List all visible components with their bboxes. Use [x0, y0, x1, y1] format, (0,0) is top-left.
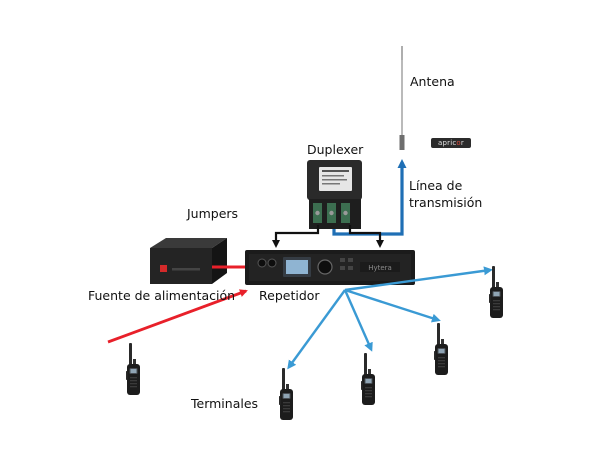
jumpers-label: Jumpers	[187, 206, 239, 221]
transmission-line-label-1: Línea de	[409, 178, 463, 193]
brand-logo-accent: o	[456, 139, 461, 147]
handheld-radio-icon	[489, 266, 503, 318]
terminals-label: Terminales	[191, 396, 259, 411]
duplexer-label: Duplexer	[307, 142, 364, 157]
duplexer-icon	[307, 160, 362, 229]
jumper-line-left	[272, 225, 320, 248]
antenna-icon	[399, 46, 405, 150]
handheld-radio-icon	[361, 353, 375, 405]
power-link-arrow	[107, 289, 248, 344]
handheld-radio-icon	[434, 323, 448, 375]
handheld-radio-icon	[279, 368, 293, 420]
brand-logo-end: r	[460, 139, 464, 147]
brand-logo-text: apric	[438, 139, 457, 147]
transmission-line-label-2: transmisión	[409, 195, 483, 210]
radio-links	[287, 266, 493, 370]
antenna-label: Antena	[410, 74, 455, 89]
repeater-icon: Hytera	[245, 250, 415, 285]
jumper-line-right	[348, 225, 384, 248]
power-supply-icon	[150, 238, 227, 284]
handheld-radio-icon	[126, 343, 140, 395]
repeater-label: Repetidor	[259, 288, 320, 303]
power-supply-label: Fuente de alimentación	[88, 288, 236, 303]
brand-logo: apricor	[431, 138, 471, 148]
repeater-badge: Hytera	[368, 264, 392, 272]
